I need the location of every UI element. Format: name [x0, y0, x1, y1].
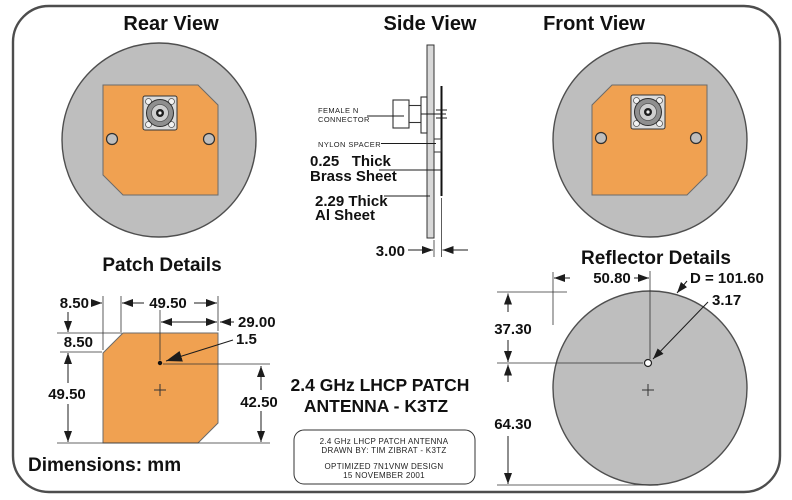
front-patch [591, 84, 708, 196]
dim-radius-text: 50.80 [593, 270, 631, 287]
dim-cut-height-text: 8.50 [64, 334, 93, 351]
front-view-title: Front View [543, 13, 645, 35]
dim-feed-offset: 29.00 [161, 314, 276, 331]
dim-diameter-text: D = 101.60 [690, 270, 764, 287]
title-block-line3: OPTIMIZED 7N1VNW DESIGN [325, 462, 444, 471]
main-title: 2.4 GHz LHCP PATCH ANTENNA - K3TZ [291, 375, 470, 416]
dim-cut-width-text: 8.50 [60, 295, 89, 312]
dim-left-height-text: 49.50 [48, 386, 86, 403]
nylon-spacer [433, 138, 442, 153]
female-n-label-2: CONNECTOR [318, 115, 370, 124]
patch-details: Patch Details 8.50 49.50 [48, 255, 278, 444]
dim-feed-hole-text: 1.5 [236, 331, 257, 348]
title-block-line2: DRAWN BY: TIM ZIBRAT - K3TZ [321, 446, 446, 455]
dim-cut-height: 8.50 [64, 312, 93, 366]
title-block-line4: 15 NOVEMBER 2001 [343, 471, 425, 480]
front-n-connector [630, 94, 666, 130]
main-title-line2: ANTENNA - K3TZ [304, 396, 449, 416]
title-block-border [293, 429, 476, 485]
al-thickness-label: 2.29 Thick [315, 193, 388, 210]
front-view: Front View [543, 13, 748, 238]
brass-sheet-label: Brass Sheet [310, 168, 397, 185]
female-n-label-1: FEMALE N [318, 106, 359, 115]
rear-mounting-hole-left [105, 132, 119, 146]
nylon-spacer-label: NYLON SPACER [318, 140, 381, 149]
n-connector-side [392, 96, 447, 134]
rear-mounting-hole-right [202, 132, 216, 146]
dim-left-height: 49.50 [48, 364, 86, 442]
dim-diameter: D = 101.60 [676, 270, 764, 294]
dim-hole-text: 3.17 [712, 292, 741, 309]
dim-bottom-offset: 64.30 [494, 364, 532, 484]
dim-feed-offset-text: 29.00 [238, 314, 276, 331]
units-note: Dimensions: mm [28, 455, 181, 476]
patch-extension-lines [57, 296, 270, 444]
rear-patch [102, 84, 219, 196]
title-block-line1: 2.4 GHz LHCP PATCH ANTENNA [320, 437, 449, 446]
side-view: Side View FEMALE N CONNECTOR NYLON SPACE… [310, 13, 477, 260]
dim-gap-3mm: 3.00 [376, 198, 468, 260]
dim-feed-bottom: 42.50 [240, 366, 278, 442]
dim-gap-text: 3.00 [376, 243, 405, 260]
dim-hole: 3.17 [652, 292, 741, 360]
title-block: 2.4 GHz LHCP PATCH ANTENNA DRAWN BY: TIM… [293, 429, 476, 485]
patch-details-title: Patch Details [102, 255, 221, 276]
rear-n-connector [142, 95, 178, 131]
reflector-extension-lines [497, 271, 658, 486]
dim-radius: 50.80 [554, 270, 649, 287]
al-sheet-side [426, 44, 435, 239]
dim-top-offset: 37.30 [494, 293, 532, 362]
front-mounting-hole-right [689, 131, 703, 145]
dim-top-width: 49.50 [122, 295, 217, 312]
dim-top-offset-text: 37.30 [494, 321, 532, 338]
reflector-details: Reflector Details 50.80 D = 101.60 3.17 [494, 248, 764, 486]
reflector-center-mark [642, 384, 654, 396]
al-sheet-label: Al Sheet [315, 207, 375, 224]
patch-center-mark [154, 384, 166, 396]
patch-feed-point [157, 360, 163, 366]
front-mounting-hole-left [594, 131, 608, 145]
reflector-feed-hole [643, 358, 653, 368]
main-title-line1: 2.4 GHz LHCP PATCH [291, 375, 470, 395]
reflector-details-title: Reflector Details [581, 248, 731, 269]
rear-view-title: Rear View [123, 13, 219, 35]
side-view-title: Side View [383, 13, 476, 35]
rear-view: Rear View [61, 13, 257, 238]
dim-feed-bottom-text: 42.50 [240, 394, 278, 411]
dim-top-width-text: 49.50 [149, 295, 187, 312]
dim-feed-hole: 1.5 [165, 331, 257, 362]
brass-thickness-label: 0.25 Thick [310, 153, 392, 170]
dim-cut-width: 8.50 [60, 295, 102, 312]
dim-bottom-offset-text: 64.30 [494, 416, 532, 433]
